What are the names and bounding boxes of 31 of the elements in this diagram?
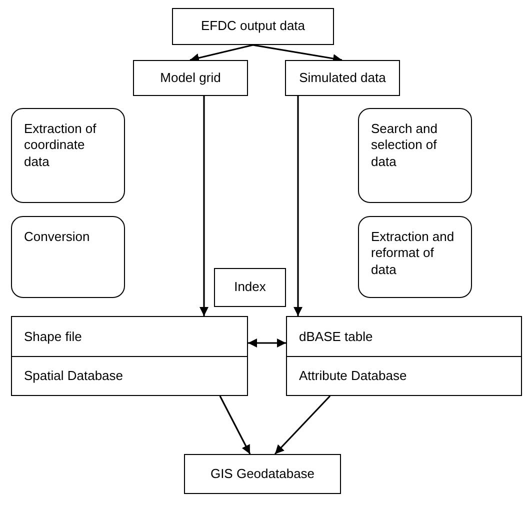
- box-label: Simulated data: [299, 70, 386, 86]
- process-box: [11, 316, 248, 396]
- process-box: [133, 60, 248, 96]
- box-label: Index: [234, 279, 266, 296]
- arrow: [294, 96, 302, 316]
- arrow: [200, 96, 208, 316]
- step-box: [358, 216, 472, 298]
- process-box: [286, 316, 522, 396]
- box-label: Conversion: [24, 229, 90, 246]
- box-label: Search and selection of data: [371, 121, 438, 170]
- process-box: [285, 60, 400, 96]
- step-box: [11, 108, 125, 203]
- double-arrow: [248, 338, 286, 348]
- box-label: dBASE table: [299, 328, 373, 346]
- box-label: EFDC output data: [200, 18, 306, 35]
- process-box: [172, 8, 334, 45]
- arrow: [219, 396, 251, 454]
- box-label: Shape file: [24, 328, 82, 346]
- step-box: [11, 216, 125, 298]
- step-box: [358, 108, 472, 203]
- box-label: Extraction and reformat of data: [371, 229, 456, 278]
- arrow: [252, 44, 342, 63]
- box-label: Model grid: [160, 70, 221, 86]
- box-label: Spatial Database: [24, 367, 124, 385]
- arrow: [190, 44, 254, 62]
- process-box: [184, 454, 341, 494]
- box-label: Attribute Database: [299, 367, 407, 385]
- arrow: [274, 395, 331, 455]
- box-label: Extraction of coordinate data: [24, 121, 98, 170]
- process-box: [214, 268, 286, 307]
- box-label: GIS Geodatabase: [210, 466, 315, 482]
